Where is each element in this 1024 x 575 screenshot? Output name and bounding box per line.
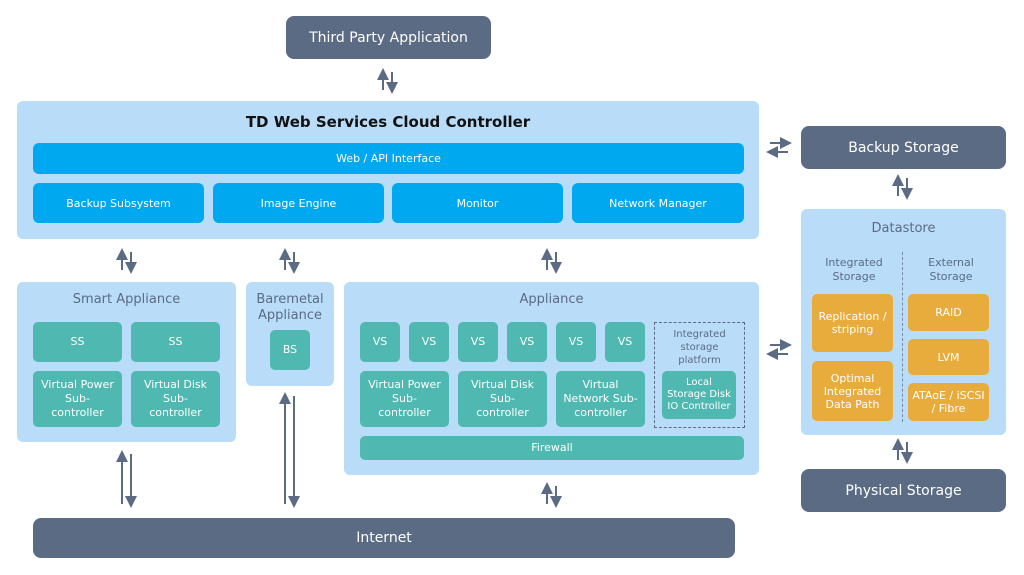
raid: RAID xyxy=(908,294,989,331)
smart-virtual-disk-subcontroller: Virtual Disk Sub-controller xyxy=(131,371,220,427)
third-party-application: Third Party Application xyxy=(286,16,491,59)
internet: Internet xyxy=(33,518,735,558)
smart-appliance-title: Smart Appliance xyxy=(72,292,181,307)
optimal-integrated-data-path: Optimal Integrated Data Path xyxy=(812,361,893,421)
integrated-storage-label: Integrated Storage xyxy=(825,256,883,283)
smart-virtual-power-subcontroller: Virtual Power Sub-controller xyxy=(33,371,122,427)
datastore-title: Datastore xyxy=(871,221,936,236)
baremetal-appliance-title: Baremetal Appliance xyxy=(256,292,324,323)
arrow-controller-backup-storage xyxy=(766,137,792,158)
appliance-vs-6: VS xyxy=(605,322,645,362)
arrow-controller-baremetal xyxy=(279,248,300,274)
external-storage-label: External Storage xyxy=(928,256,974,283)
arrow-controller-appliance xyxy=(541,248,562,274)
arrow-smart-appliance-internet xyxy=(116,450,137,508)
arrow-controller-smart-appliance xyxy=(116,248,137,274)
appliance-title: Appliance xyxy=(519,292,584,307)
appliance-vs-5: VS xyxy=(556,322,596,362)
arrow-third-party-controller xyxy=(377,68,398,94)
appliance-vs-3: VS xyxy=(458,322,498,362)
integrated-storage-platform-label: Integrated storage platform xyxy=(673,329,726,366)
appliance-vs-4: VS xyxy=(507,322,547,362)
arrow-datastore-physical xyxy=(892,438,913,464)
web-api-interface: Web / API Interface xyxy=(33,143,744,174)
appliance-virtual-disk-subcontroller: Virtual Disk Sub-controller xyxy=(458,371,547,427)
image-engine: Image Engine xyxy=(213,183,384,223)
physical-storage: Physical Storage xyxy=(801,469,1006,512)
integrated-storage-platform-group xyxy=(654,322,745,428)
arrow-appliance-internet xyxy=(541,482,562,508)
lvm: LVM xyxy=(908,339,989,375)
smart-ss-1: SS xyxy=(33,322,122,362)
appliance-vs-1: VS xyxy=(360,322,400,362)
appliance-virtual-power-subcontroller: Virtual Power Sub-controller xyxy=(360,371,449,427)
smart-ss-2: SS xyxy=(131,322,220,362)
appliance-virtual-network-subcontroller: Virtual Network Sub-controller xyxy=(556,371,645,427)
local-storage-disk-io-controller: Local Storage Disk IO Controller xyxy=(662,371,736,419)
monitor: Monitor xyxy=(392,183,563,223)
arrow-baremetal-internet xyxy=(279,392,300,508)
ataoe-iscsi-fibre: ATAoE / iSCSI / Fibre xyxy=(908,383,989,421)
appliance-vs-2: VS xyxy=(409,322,449,362)
baremetal-bs: BS xyxy=(270,330,310,370)
cloud-controller-title: TD Web Services Cloud Controller xyxy=(245,113,531,131)
network-manager: Network Manager xyxy=(572,183,744,223)
replication-striping: Replication / striping xyxy=(812,294,893,352)
backup-storage: Backup Storage xyxy=(801,126,1006,169)
arrow-appliance-datastore xyxy=(766,339,792,360)
arrow-backup-datastore xyxy=(892,174,913,200)
backup-subsystem: Backup Subsystem xyxy=(33,183,204,223)
firewall: Firewall xyxy=(360,436,744,460)
datastore-divider xyxy=(902,252,903,422)
